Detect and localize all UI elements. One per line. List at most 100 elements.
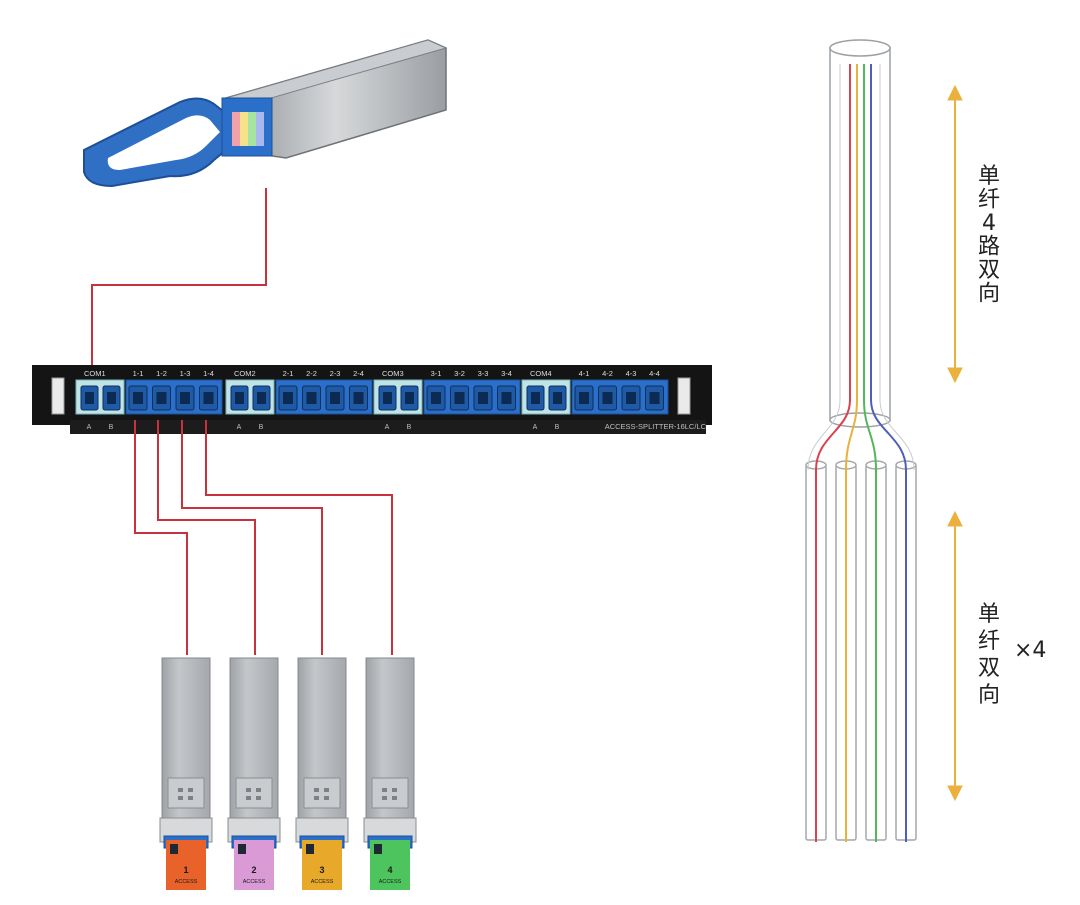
com-sublabel: B — [109, 424, 114, 431]
sfp-tag: ACCESS — [175, 879, 198, 885]
com-port-4-jack-hole — [553, 392, 562, 404]
label-char: 4 — [982, 211, 996, 236]
arrow-top-down-head — [947, 367, 963, 384]
com-port-2-jack-hole — [235, 392, 244, 404]
sfp-tag: ACCESS — [379, 879, 402, 885]
access-port-label: 1-2 — [156, 369, 167, 378]
access-port-hole — [353, 392, 364, 404]
sfp-number: 3 — [319, 865, 324, 875]
panel-ear-left — [51, 377, 65, 415]
arrow-top — [947, 84, 963, 384]
main-cable-body — [829, 47, 891, 421]
fiber-outline-left — [807, 64, 841, 471]
access-port-hole — [579, 392, 589, 404]
panel-lower-band — [70, 420, 706, 434]
access-port-hole — [180, 392, 190, 404]
sfp-tab-window — [238, 844, 246, 854]
access-port-hole — [454, 392, 465, 404]
access-port-label: 3-2 — [454, 369, 465, 378]
colored-fibers — [807, 64, 915, 842]
arrow-top-up-head — [947, 84, 963, 101]
fiber-outline-right — [879, 64, 915, 471]
sfp-vent — [178, 788, 183, 792]
panel-model-label: ACCESS-SPLITTER-16LC/LC — [605, 422, 707, 431]
com-port-3-jack-hole — [383, 392, 392, 404]
sfp-vent — [314, 788, 319, 792]
drop-link-2 — [157, 420, 256, 655]
access-port-label: 2-4 — [353, 369, 364, 378]
access-port-hole — [478, 392, 488, 404]
com-sublabel: A — [385, 424, 390, 431]
fiber-ribbon-pink — [232, 112, 240, 146]
com-port-2-jack-hole — [257, 392, 266, 404]
qsfp-transceiver — [83, 39, 448, 188]
access-port-hole — [649, 392, 660, 404]
com-port-4-jack-hole — [531, 392, 540, 404]
fiber-red — [815, 64, 851, 842]
arrow-bottom-down-head — [947, 785, 963, 802]
com-sublabel: A — [533, 424, 538, 431]
access-port-label: 3-3 — [478, 369, 489, 378]
arrow-bottom-up-head — [947, 510, 963, 527]
fiber-yellow — [845, 64, 858, 842]
sfp-vent — [324, 796, 329, 800]
label-char: 路 — [978, 235, 1000, 260]
access-port-label: 2-2 — [306, 369, 317, 378]
label-char: 向 — [978, 683, 1000, 708]
fiber-ribbon-green — [248, 112, 256, 146]
access-port-hole — [133, 392, 143, 404]
arrow-bottom — [947, 510, 963, 802]
access-port-label: 4-4 — [649, 369, 660, 378]
single-fiber-tubes — [805, 460, 917, 841]
sfp-vent — [246, 788, 251, 792]
sfp-vent — [392, 796, 397, 800]
com-port-3-jack-hole — [405, 392, 414, 404]
com-port-1-jack-hole — [85, 392, 94, 404]
sfp-vent — [256, 788, 261, 792]
sfp-tag: ACCESS — [311, 879, 334, 885]
trunk-link-line — [91, 188, 267, 382]
fiber-ribbon-blue — [256, 112, 264, 146]
com-port-1-jack-hole — [107, 392, 116, 404]
fiber-ribbon-yellow — [240, 112, 248, 146]
com-label: COM1 — [84, 369, 106, 378]
label-char: 纤 — [978, 188, 1000, 213]
label-char: 向 — [978, 282, 1000, 307]
access-port-label: 1-4 — [203, 369, 214, 378]
com-label: COM2 — [234, 369, 256, 378]
sfp-latch — [303, 777, 341, 809]
sfp-vent — [188, 796, 193, 800]
access-port-label: 4-1 — [579, 369, 590, 378]
sfp-vent — [246, 796, 251, 800]
sfp-vent — [178, 796, 183, 800]
label-char: 单 — [978, 164, 1000, 189]
sfp-latch — [167, 777, 205, 809]
access-port-label: 3-4 — [501, 369, 512, 378]
access-port-hole — [501, 392, 512, 404]
access-port-label: 1-1 — [133, 369, 144, 378]
access-port-label: 4-3 — [626, 369, 637, 378]
sfp-tab-window — [374, 844, 382, 854]
label-char: 双 — [978, 656, 1000, 681]
sfp-vent — [382, 788, 387, 792]
com-sublabel: A — [87, 424, 92, 431]
drop-link-3 — [181, 420, 323, 655]
sfp-number: 4 — [387, 865, 392, 875]
label-multiplier: ×4 — [1014, 638, 1046, 663]
sfp-tag: ACCESS — [243, 879, 266, 885]
access-port-hole — [330, 392, 340, 404]
label-char: 双 — [978, 258, 1000, 283]
